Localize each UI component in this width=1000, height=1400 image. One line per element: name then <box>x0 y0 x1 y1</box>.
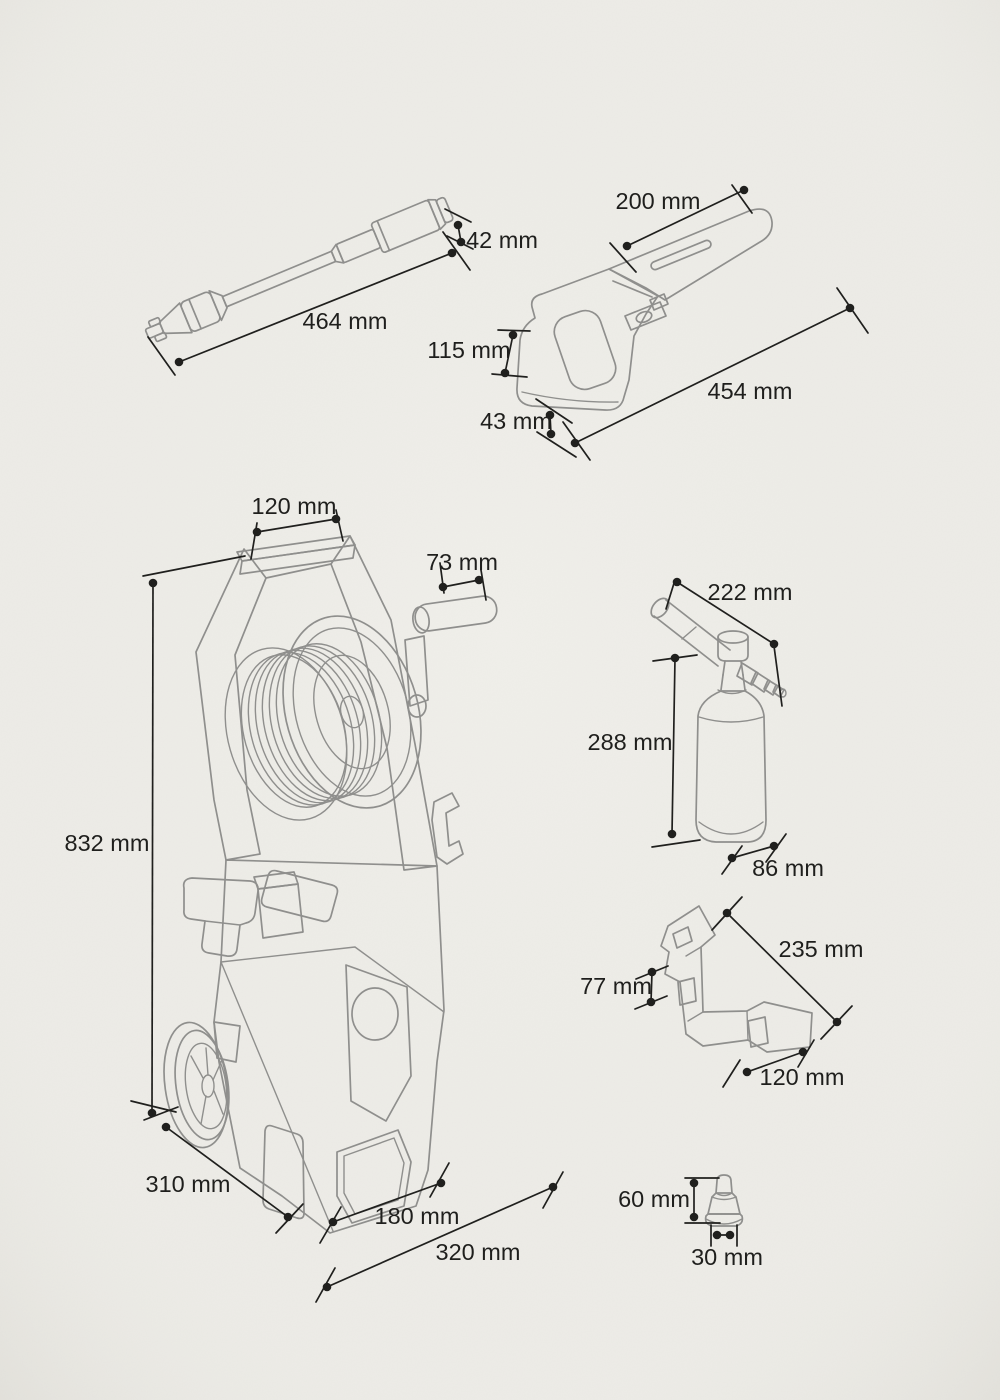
paper-grain-overlay <box>0 0 1000 1400</box>
dimension-diagram: 464 mm 42 mm 200 mm 115 mm 43 mm 45 <box>0 0 1000 1400</box>
spec-sheet: 464 mm 42 mm 200 mm 115 mm 43 mm 45 <box>0 0 1000 1400</box>
